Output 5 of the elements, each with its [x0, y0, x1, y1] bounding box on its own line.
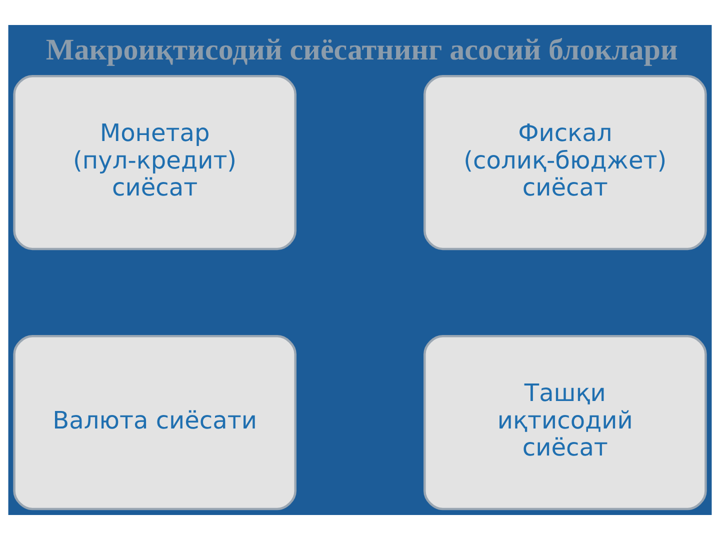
node-box: Монетар (пул-кредит) сиёсат [13, 74, 296, 250]
node-box: Валюта сиёсати [13, 335, 296, 510]
node-box: Фискал (солиқ-бюджет) сиёсат [424, 74, 707, 250]
diagram-title: Макроиқтисодий сиёсатнинг асосий блоклари [46, 32, 678, 67]
node-box: Ташқи иқтисодий сиёсат [424, 335, 707, 510]
